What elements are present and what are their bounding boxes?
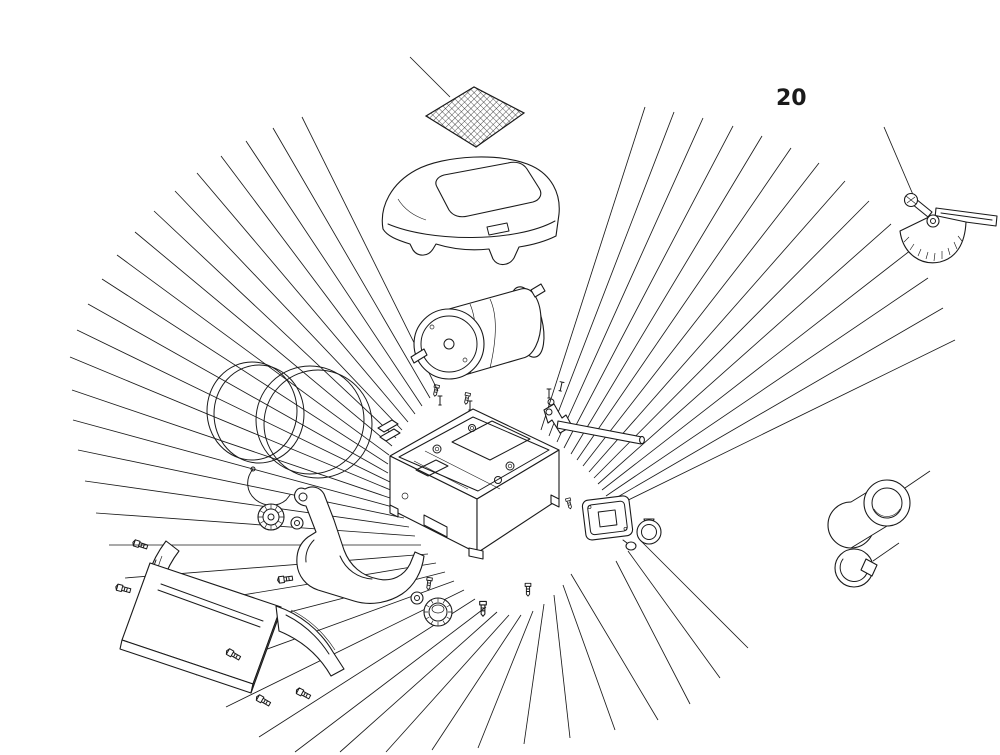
dust-port xyxy=(827,479,911,549)
motor-cover xyxy=(381,156,560,266)
abrasive-sheet xyxy=(424,86,526,148)
sanding-discs xyxy=(206,361,373,479)
quadrant-bracket-front xyxy=(275,605,345,677)
miter-gauge xyxy=(899,192,998,264)
handwheel xyxy=(257,503,285,531)
dust-port-cap xyxy=(834,548,878,588)
figure-number: 20 xyxy=(776,86,807,111)
switch-plate xyxy=(581,495,634,541)
clamp-plates xyxy=(377,419,401,442)
drive-shaft xyxy=(543,381,645,445)
lock-knob xyxy=(423,597,453,627)
switch-knob xyxy=(622,518,662,551)
flat-washer xyxy=(290,516,304,530)
tension-spring xyxy=(247,466,291,506)
motor xyxy=(410,283,546,406)
tilt-table xyxy=(114,538,345,708)
trunnion-bracket xyxy=(276,486,425,604)
flat-washer-small xyxy=(410,591,424,605)
main-housing xyxy=(389,395,560,560)
